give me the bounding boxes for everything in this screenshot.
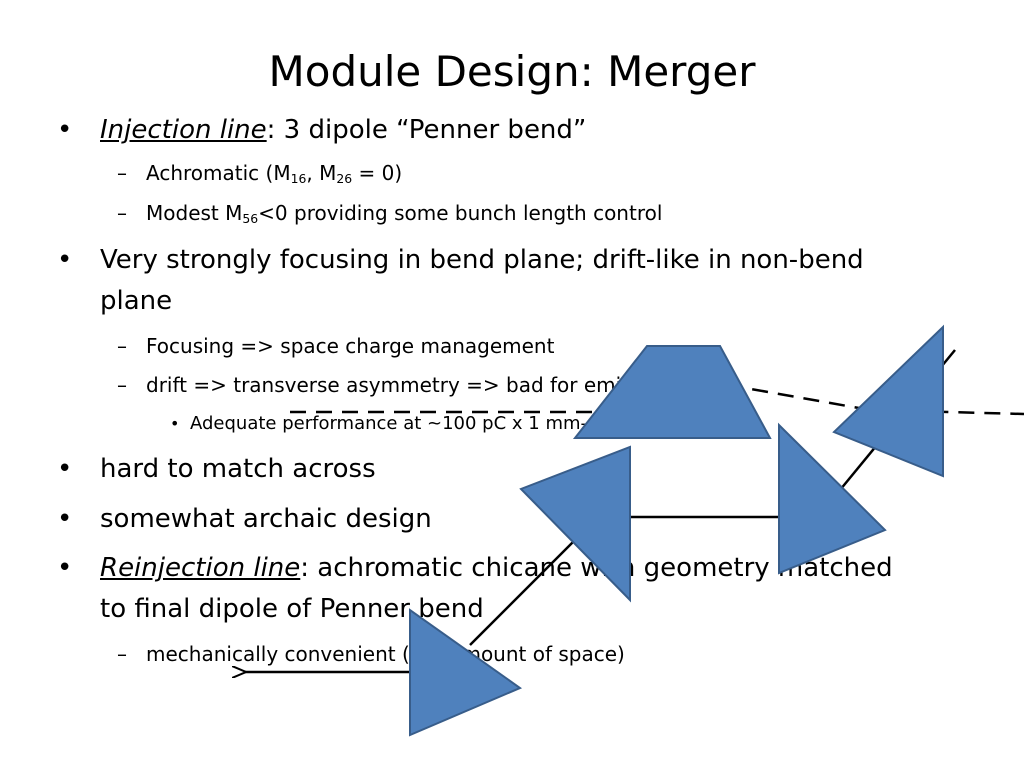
bullet-marker: • xyxy=(57,115,73,145)
sub-sub-bullet-marker: • xyxy=(170,414,180,433)
injection-line-text: : 3 dipole “Penner bend” xyxy=(266,115,587,145)
injection-line-term: Injection line xyxy=(100,115,267,145)
sub-bullet-mechanically-convenient: mechanically convenient (fair amount of … xyxy=(146,642,625,666)
sub-bullet-marker: – xyxy=(117,161,127,185)
sub-bullet-achromatic: Achromatic (M16, M26 = 0) xyxy=(146,161,403,187)
bullet-marker: • xyxy=(57,454,73,484)
sub-bullet-focusing: Focusing => space charge management xyxy=(146,334,555,358)
triangle-dipole-magnet-middle-right xyxy=(778,422,887,575)
bullet-marker: • xyxy=(57,504,73,534)
reinjection-line-term: Reinjection line xyxy=(100,553,301,583)
bullet-strong-focusing: Very strongly focusing in bend plane; dr… xyxy=(100,245,864,275)
sub-bullet-marker: – xyxy=(117,334,127,358)
bullet-marker: • xyxy=(57,245,73,275)
bullet-archaic-design: somewhat archaic design xyxy=(100,504,432,534)
bullet-strong-focusing-cont: plane xyxy=(100,286,173,316)
bullet-hard-to-match: hard to match across xyxy=(100,454,376,484)
sub-bullet-marker: – xyxy=(117,201,127,225)
sub-sub-bullet-adequate: Adequate performance at ~100 pC x 1 mm-m… xyxy=(190,413,683,434)
beam-line-diagonal-lower xyxy=(469,539,576,646)
sub-bullet-marker: – xyxy=(117,373,127,397)
slide-title: Module Design: Merger xyxy=(268,47,756,96)
trapezoid-dipole-magnet xyxy=(572,345,772,439)
sub-bullet-drift: drift => transverse asymmetry => bad for… xyxy=(146,373,686,397)
bullet-injection-line: Injection line: 3 dipole “Penner bend” xyxy=(100,114,586,146)
triangle-dipole-magnet-upper-right xyxy=(832,324,944,478)
triangle-dipole-magnet-bottom xyxy=(409,608,523,737)
bullet-marker: • xyxy=(57,553,73,583)
sub-bullet-modest-m56: Modest M56<0 providing some bunch length… xyxy=(146,201,663,227)
triangle-dipole-magnet-middle-left xyxy=(519,445,631,603)
sub-bullet-marker: – xyxy=(117,642,127,666)
